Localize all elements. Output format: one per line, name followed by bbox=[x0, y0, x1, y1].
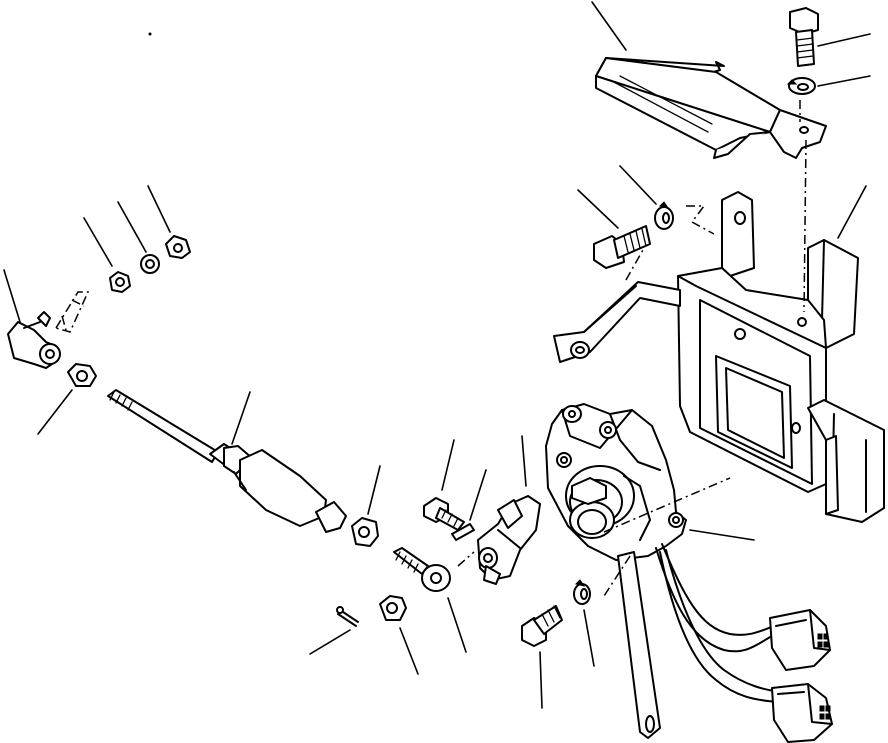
clamp-bolt bbox=[423, 439, 465, 531]
bracket-lockwasher bbox=[619, 165, 674, 230]
cover-bolt bbox=[789, 7, 871, 67]
nut-small bbox=[83, 217, 131, 293]
jam-nut bbox=[351, 465, 381, 547]
ball-joint-nut bbox=[37, 363, 97, 435]
split-pin bbox=[451, 469, 487, 541]
controller-body bbox=[545, 403, 755, 561]
cover-lockwasher bbox=[786, 75, 871, 122]
hex-nut-top bbox=[147, 185, 191, 259]
connector-lower bbox=[771, 683, 833, 743]
ball-joint bbox=[3, 269, 61, 369]
controller-lockwasher bbox=[573, 579, 595, 667]
bracket-bolt bbox=[577, 189, 651, 269]
clamp-yoke bbox=[477, 435, 541, 585]
wire-harness bbox=[655, 543, 781, 703]
flat-washer bbox=[117, 201, 160, 274]
mounting-bracket bbox=[553, 185, 885, 523]
rod-end bbox=[393, 547, 475, 653]
guard-cover bbox=[591, 1, 827, 159]
cotter-pin bbox=[309, 606, 359, 655]
link-plate bbox=[54, 291, 90, 333]
hex-nut-lower bbox=[379, 595, 419, 675]
lever-arm bbox=[603, 551, 661, 739]
controller-mount-bolt bbox=[521, 605, 563, 709]
control-cable bbox=[107, 389, 347, 533]
connector-upper bbox=[769, 609, 831, 671]
